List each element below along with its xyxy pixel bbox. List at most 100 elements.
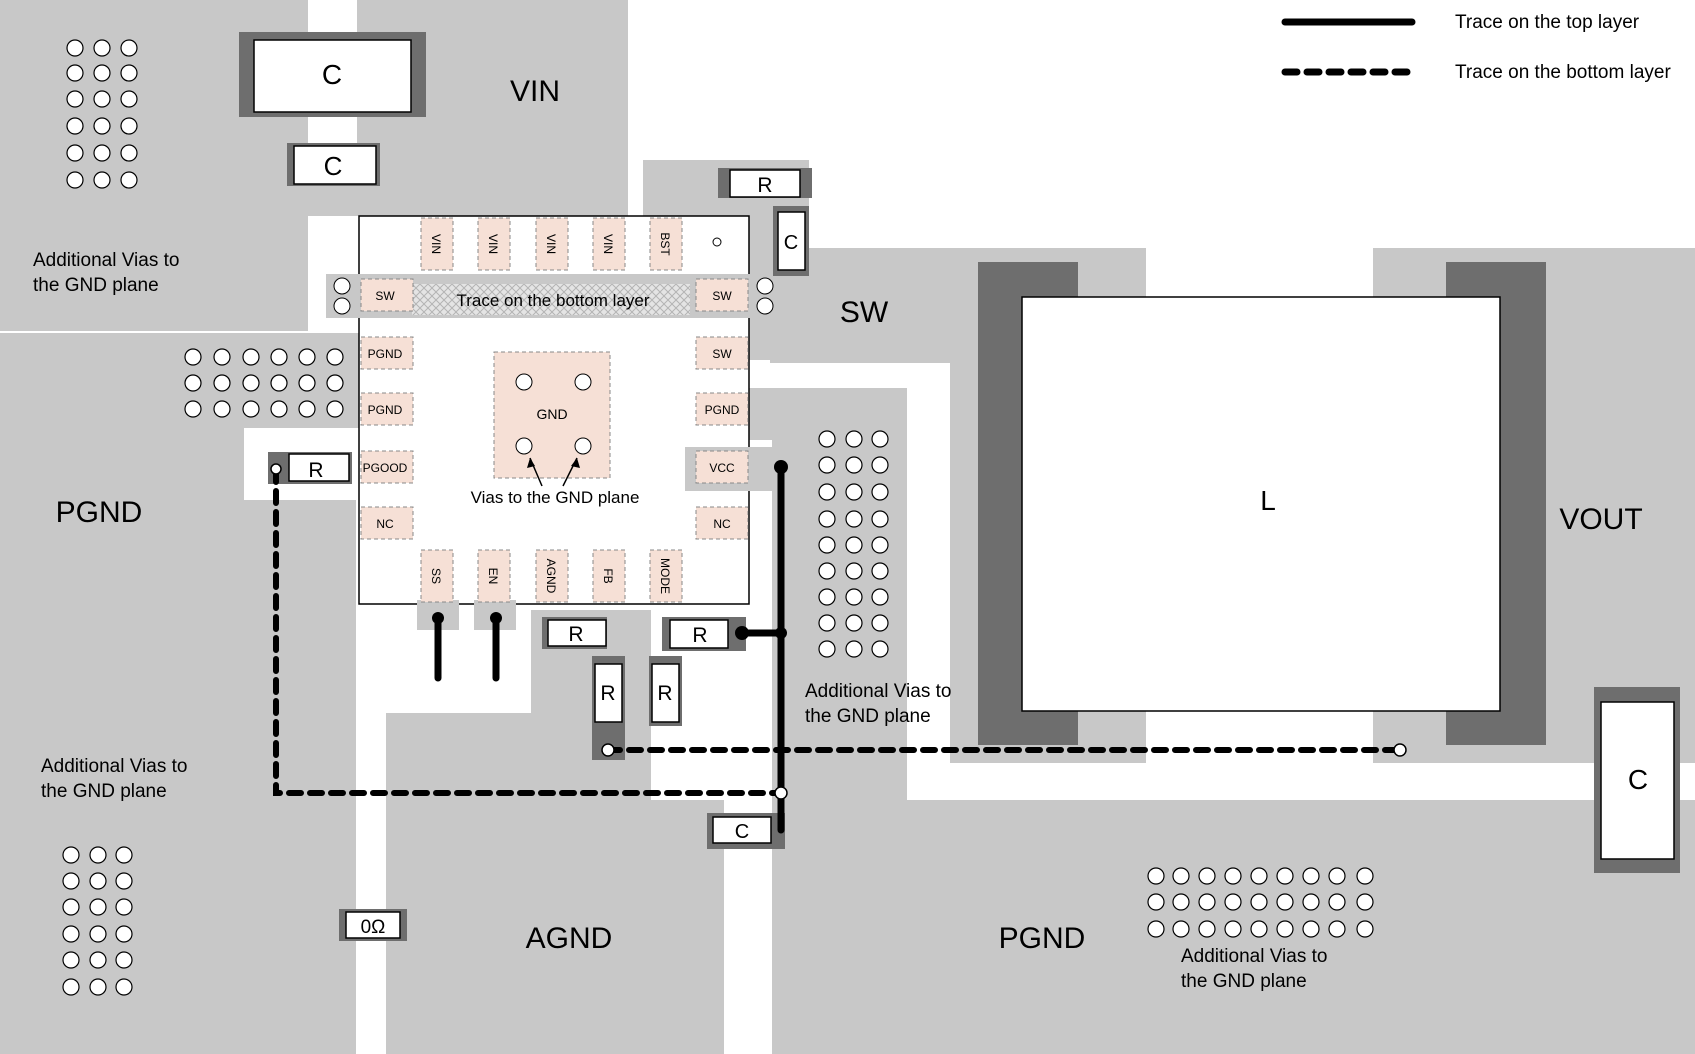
sw-bottom-trace-label: Trace on the bottom layer bbox=[456, 291, 649, 310]
note-bottom-right-line1: Additional Vias to bbox=[1181, 946, 1327, 967]
ss-resistor-label: R bbox=[568, 623, 583, 646]
vcc-cap: C bbox=[707, 813, 785, 849]
via-array-top-left bbox=[66, 39, 138, 189]
vcc-cap-label: C bbox=[735, 821, 749, 843]
bst-resistor-label: R bbox=[757, 174, 772, 197]
fb-resistor-2-label: R bbox=[657, 682, 672, 705]
ic-pin-top-label: VIN bbox=[429, 234, 443, 254]
vias-note-label: Vias to the GND plane bbox=[471, 488, 640, 507]
ic-pin-left: PGND bbox=[360, 392, 414, 426]
bst-cap-label: C bbox=[784, 232, 798, 254]
ic-pin-left: PGND bbox=[360, 336, 414, 370]
ic-pin-bottom-label: EN bbox=[486, 568, 500, 585]
input-cap-small: C bbox=[287, 143, 380, 186]
fb-resistor-1: R bbox=[592, 656, 625, 760]
mode-resistor: R bbox=[662, 617, 746, 651]
via-array-bottom-left bbox=[62, 846, 133, 996]
ic-pin-bottom: FB bbox=[592, 549, 626, 603]
input-cap-large-label: C bbox=[322, 59, 342, 90]
ic-pin-right: SW bbox=[695, 336, 749, 370]
note-middle-line1: Additional Vias to bbox=[805, 681, 951, 702]
ic-pin-left: PGOOD bbox=[360, 450, 414, 484]
ic-pin-top: VIN bbox=[420, 217, 454, 271]
gap-agnd-mid-left bbox=[356, 713, 386, 1054]
ic-pin-top-label: VIN bbox=[544, 234, 558, 254]
fb-resistor-2: R bbox=[649, 656, 682, 726]
pin1-marker bbox=[712, 237, 722, 247]
gap-vin-right bbox=[628, 0, 688, 160]
ic-top-pins: VIN VIN VIN VIN BST bbox=[420, 217, 683, 271]
ic-pin-left-label: SW bbox=[375, 289, 395, 303]
ic-pin-right-label: NC bbox=[713, 517, 731, 531]
pgnd-bottom-label: PGND bbox=[999, 922, 1086, 955]
top-layer-traces bbox=[434, 463, 785, 834]
clearance-gaps bbox=[244, 0, 1695, 1054]
thermal-pad: GND Vias to the GND plane bbox=[471, 351, 640, 507]
ic-pin-left-label: NC bbox=[376, 517, 394, 531]
ic-bottom-pins: SS EN AGND FB MODE bbox=[417, 549, 683, 630]
note-middle-line2: the GND plane bbox=[805, 706, 931, 727]
sw-label: SW bbox=[840, 296, 889, 329]
ic-pin-right-label: VCC bbox=[709, 461, 735, 475]
gap-mid-vert bbox=[907, 363, 950, 800]
via-array-middle bbox=[818, 430, 889, 658]
ic-pin-left: NC bbox=[360, 506, 414, 540]
input-cap-small-label: C bbox=[324, 151, 343, 181]
ic-right-pins: SW SW PGND VCC NC bbox=[685, 278, 792, 540]
ic-pin-top-label: BST bbox=[658, 232, 672, 256]
gap-horizontal bbox=[907, 763, 1695, 800]
note-top-left-line2: the GND plane bbox=[33, 275, 159, 296]
plane-labels: VIN SW PGND VOUT AGND PGND bbox=[56, 75, 1643, 955]
legend: Trace on the top layer Trace on the bott… bbox=[1281, 12, 1671, 83]
ic-pin-right: PGND bbox=[695, 392, 749, 426]
ic-pin-right-label: SW bbox=[712, 289, 732, 303]
ic-pin-top: BST bbox=[649, 217, 683, 271]
via-notes: Additional Vias to the GND plane Additio… bbox=[33, 250, 1327, 992]
ic-pin-left-label: PGND bbox=[368, 403, 403, 417]
ic-pin-top: VIN bbox=[535, 217, 569, 271]
vout-label: VOUT bbox=[1559, 503, 1642, 536]
ic-pin-left: SW bbox=[360, 278, 414, 312]
ic-pin-bottom-label: MODE bbox=[658, 558, 672, 594]
output-cap-label: C bbox=[1628, 764, 1648, 795]
note-top-left-line1: Additional Vias to bbox=[33, 250, 179, 271]
ic-pin-left-label: PGOOD bbox=[363, 461, 408, 475]
top-layer-trace-dots bbox=[432, 460, 788, 640]
pgnd-plane-left-lower bbox=[0, 428, 244, 1054]
inductor-label: L bbox=[1260, 485, 1276, 516]
ic-pin-bottom: AGND bbox=[535, 549, 569, 603]
bst-cap: C bbox=[773, 206, 809, 276]
pgnd-plane-bottom-right bbox=[907, 800, 1695, 1054]
mode-resistor-label: R bbox=[692, 624, 707, 647]
bottom-layer-traces bbox=[273, 467, 1403, 796]
ic-pin-right: NC bbox=[695, 506, 749, 540]
ic-pin-bottom-label: FB bbox=[601, 568, 615, 583]
legend-bottom-layer-label: Trace on the bottom layer bbox=[1455, 62, 1671, 83]
ic-pin-right-label: PGND bbox=[705, 403, 740, 417]
thermal-pad-label: GND bbox=[536, 406, 567, 422]
trace-vias bbox=[270, 463, 1407, 800]
legend-top-layer-label: Trace on the top layer bbox=[1455, 12, 1640, 33]
via-array-pgnd-top bbox=[184, 348, 344, 418]
ic-pin-bottom-label: AGND bbox=[544, 559, 558, 594]
ic-pin-right: SW bbox=[695, 278, 749, 312]
note-bottom-left-line1: Additional Vias to bbox=[41, 756, 187, 777]
pgnd-left-label: PGND bbox=[56, 496, 143, 529]
ic-pin-top-label: VIN bbox=[601, 234, 615, 254]
gap-sw-top bbox=[809, 0, 1695, 248]
ic-pin-bottom: MODE bbox=[649, 549, 683, 603]
ic-pin-top-label: VIN bbox=[486, 234, 500, 254]
note-bottom-right-line2: the GND plane bbox=[1181, 971, 1307, 992]
pgood-resistor: R bbox=[268, 452, 352, 484]
inductor-body bbox=[1021, 296, 1501, 712]
note-bottom-left-line2: the GND plane bbox=[41, 781, 167, 802]
via-array-bottom-right bbox=[1147, 867, 1374, 938]
vin-label: VIN bbox=[510, 75, 560, 108]
ic-pin-right: VCC bbox=[685, 447, 792, 491]
ic-pin-right-label: SW bbox=[712, 347, 732, 361]
ic-pin-top: VIN bbox=[477, 217, 511, 271]
ic-left-pins: SW PGND PGND PGOOD NC bbox=[360, 278, 414, 540]
input-cap-large: C bbox=[239, 32, 426, 117]
pgood-resistor-label: R bbox=[308, 459, 323, 482]
